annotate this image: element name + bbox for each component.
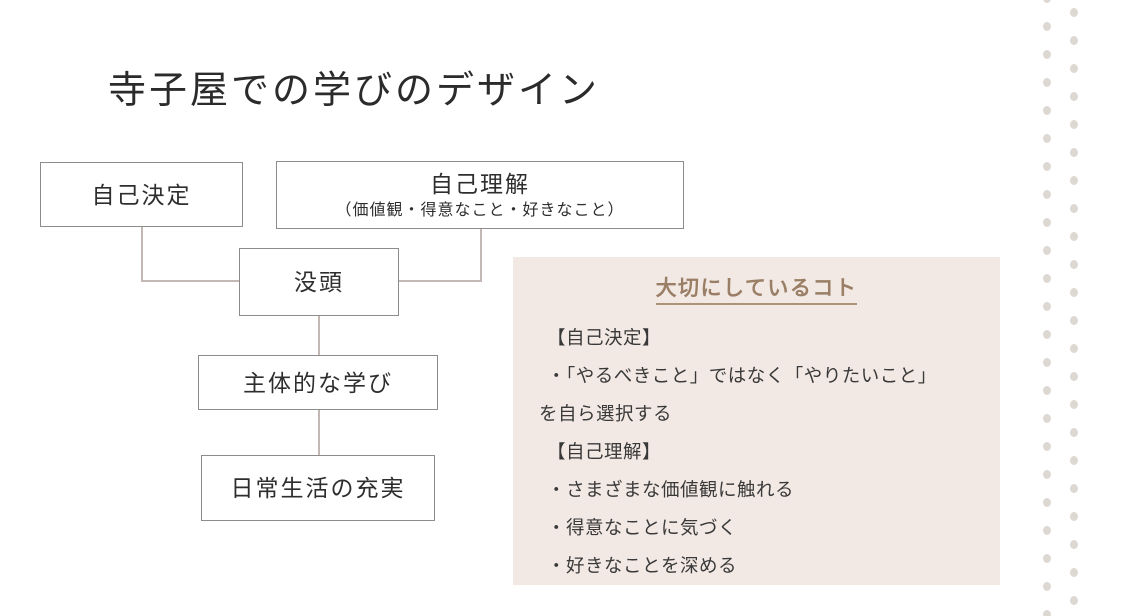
flow-box-fulfilling-daily-life: 日常生活の充実 <box>201 455 435 521</box>
decorative-dot <box>1070 512 1078 521</box>
decorative-dot <box>1070 344 1078 353</box>
values-line: 【自己決定】 <box>547 327 662 348</box>
flow-box-proactive-learning: 主体的な学び <box>198 355 438 410</box>
decorative-dot <box>1043 134 1051 143</box>
flow-box-title: 没頭 <box>294 269 344 295</box>
decorative-dot <box>1043 302 1051 311</box>
dotted-column-decoration <box>1015 0 1125 616</box>
decorative-dot <box>1070 232 1078 241</box>
decorative-dot <box>1043 0 1051 3</box>
flow-box-subtitle: （価値観・得意なこと・好きなこと） <box>335 201 625 219</box>
decorative-dot <box>1070 372 1078 381</box>
values-line: を自ら選択する <box>539 403 673 424</box>
decorative-dot <box>1070 456 1078 465</box>
flow-box-title: 自己決定 <box>91 181 192 208</box>
decorative-dot <box>1070 8 1078 17</box>
decorative-dot <box>1043 554 1051 563</box>
values-line: ・好きなことを深める <box>547 555 738 576</box>
values-panel-body: 【自己決定】 ・「やるべきこと」ではなく「やりたいこと」 を自ら選択する 【自己… <box>539 319 982 585</box>
decorative-dot <box>1043 358 1051 367</box>
decorative-dot <box>1043 470 1051 479</box>
decorative-dot <box>1070 148 1078 157</box>
decorative-dot <box>1070 64 1078 73</box>
flow-box-self-understanding: 自己理解 （価値観・得意なこと・好きなこと） <box>276 161 684 229</box>
decorative-dot <box>1043 414 1051 423</box>
connector-shutaiteki-to-nichijou <box>318 409 320 457</box>
decorative-dot <box>1043 246 1051 255</box>
decorative-dot <box>1043 22 1051 31</box>
flow-box-title: 主体的な学び <box>243 369 393 396</box>
decorative-dot <box>1070 316 1078 325</box>
decorative-dot <box>1043 162 1051 171</box>
values-line: ・「やるべきこと」ではなく「やりたいこと」 <box>547 365 937 386</box>
decorative-dot <box>1043 610 1051 616</box>
decorative-dot <box>1070 176 1078 185</box>
values-panel: 大切にしているコト 【自己決定】 ・「やるべきこと」ではなく「やりたいこと」 を… <box>513 257 1000 585</box>
decorative-dot <box>1043 274 1051 283</box>
decorative-dot <box>1043 386 1051 395</box>
decorative-dot <box>1043 526 1051 535</box>
decorative-dot <box>1070 428 1078 437</box>
decorative-dot <box>1043 330 1051 339</box>
values-line: ・さまざまな価値観に触れる <box>547 479 795 500</box>
flow-box-title: 日常生活の充実 <box>230 475 406 501</box>
flow-box-title: 自己理解 <box>430 170 530 197</box>
decorative-dot <box>1070 400 1078 409</box>
decorative-dot <box>1043 106 1051 115</box>
decorative-dot <box>1070 540 1078 549</box>
decorative-dot <box>1070 260 1078 269</box>
decorative-dot <box>1070 568 1078 577</box>
values-panel-heading: 大切にしているコト <box>513 275 1000 305</box>
decorative-dot <box>1043 50 1051 59</box>
decorative-dot <box>1070 36 1078 45</box>
decorative-dot <box>1070 120 1078 129</box>
flow-box-self-determination: 自己決定 <box>40 162 243 227</box>
decorative-dot <box>1043 218 1051 227</box>
decorative-dot <box>1070 484 1078 493</box>
decorative-dot <box>1070 596 1078 605</box>
values-line: 【自己理解】 <box>547 441 662 462</box>
values-line: ・得意なことに気づく <box>547 517 738 538</box>
decorative-dot <box>1043 78 1051 87</box>
decorative-dot <box>1043 190 1051 199</box>
values-panel-heading-text: 大切にしているコト <box>655 277 858 305</box>
connector-bottou-to-shutaiteki <box>318 315 320 357</box>
flow-box-immersion: 没頭 <box>239 248 399 316</box>
decorative-dot <box>1043 498 1051 507</box>
decorative-dot <box>1043 442 1051 451</box>
decorative-dot <box>1070 204 1078 213</box>
decorative-dot <box>1070 92 1078 101</box>
decorative-dot <box>1070 288 1078 297</box>
connector-jikoketteii-to-bottou-vertical <box>141 226 143 282</box>
connector-jikoketteii-to-bottou-horizontal <box>141 280 242 282</box>
connector-jikorikai-to-bottou-vertical <box>480 228 482 282</box>
decorative-dot <box>1043 582 1051 591</box>
page-title: 寺子屋での学びのデザイン <box>108 70 601 112</box>
connector-jikorikai-to-bottou-horizontal <box>397 280 481 282</box>
